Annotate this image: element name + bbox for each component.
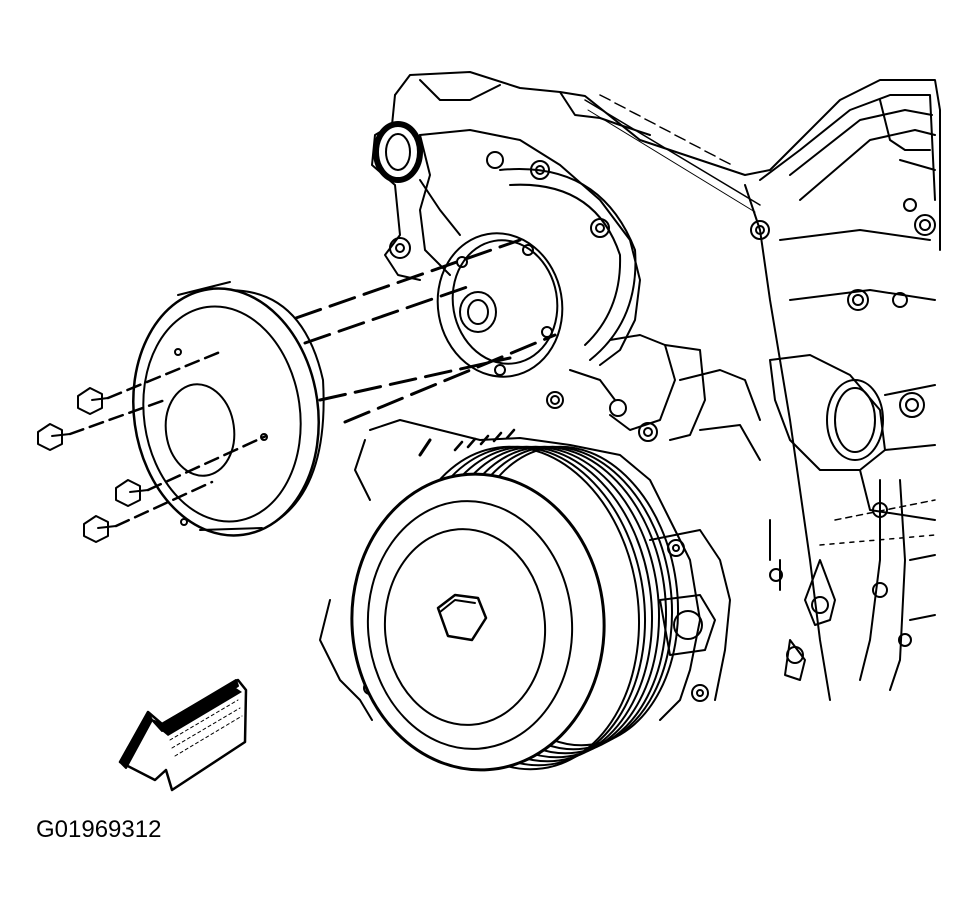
- pulley-bolt-2: [37, 398, 167, 451]
- pulley-bolts: [37, 350, 268, 543]
- assembly-guide-lines: [294, 238, 557, 457]
- crankshaft-balancer: [319, 419, 731, 772]
- front-direction-arrow-icon: [118, 678, 248, 792]
- pulley-bolt-1: [77, 350, 222, 415]
- water-pump-pulley: [132, 281, 325, 537]
- pulley-bolt-4: [83, 480, 214, 543]
- water-pump: [373, 121, 761, 461]
- engine-block: [371, 71, 941, 701]
- figure-id-label: G01969312: [36, 816, 162, 843]
- pulley-bolt-3: [115, 434, 268, 507]
